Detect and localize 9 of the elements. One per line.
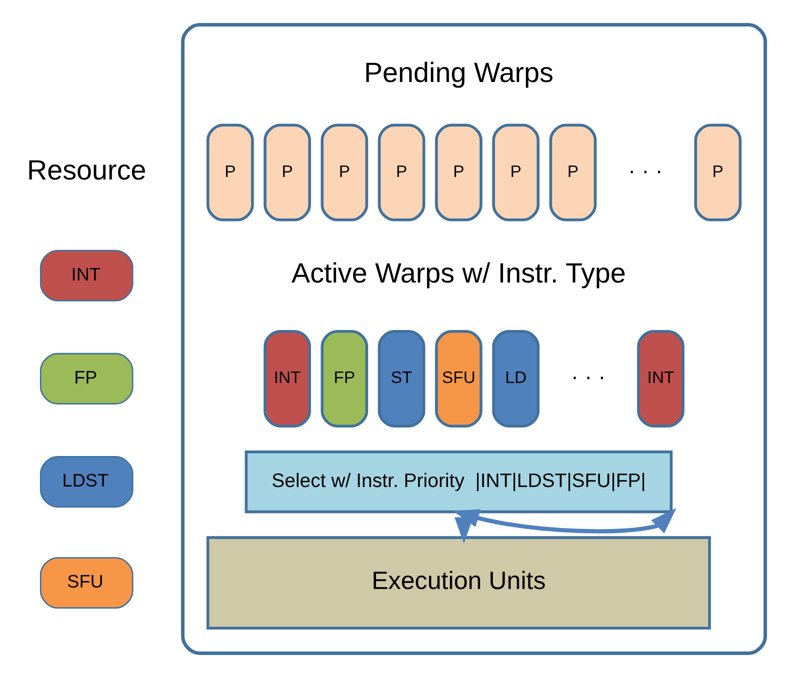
label: · · · bbox=[628, 158, 663, 183]
label: Pending Warps bbox=[364, 56, 554, 88]
legend-label: LDST bbox=[62, 470, 109, 491]
label: Resource bbox=[27, 154, 146, 186]
legend-label: SFU bbox=[67, 572, 104, 592]
legend-label: INT bbox=[71, 264, 100, 284]
legend-label: FP bbox=[74, 367, 98, 388]
label: Active Warps w/ Instr. Type bbox=[291, 258, 626, 289]
label: · · · bbox=[570, 364, 606, 390]
